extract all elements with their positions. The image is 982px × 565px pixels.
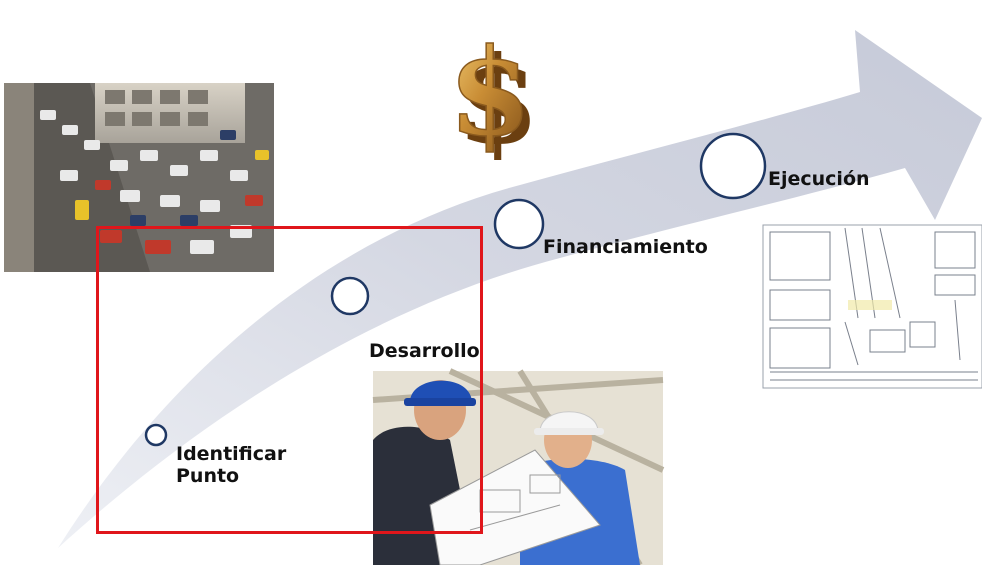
- milestone-identificar-circle: [144, 423, 168, 447]
- svg-text:$: $: [456, 30, 540, 171]
- dollar-sign-icon: $ $: [448, 21, 540, 171]
- milestone-desarrollo-circle: [330, 276, 370, 316]
- stage-label-desarrollo: Desarrollo: [369, 340, 480, 362]
- milestone-financiamiento-circle: [493, 198, 545, 250]
- stage-label-financiamiento: Financiamiento: [543, 236, 708, 258]
- engineering-drawing: [762, 224, 982, 389]
- highlight-box: [96, 226, 483, 534]
- stage-label-identificar-line1: Identificar: [176, 443, 287, 465]
- stage-label-identificar: Identificar Punto: [176, 443, 286, 487]
- stage-label-ejecucion: Ejecución: [768, 168, 870, 190]
- svg-text:$: $: [448, 22, 532, 163]
- milestone-ejecucion-circle: [699, 132, 767, 200]
- stage-label-identificar-line2: Punto: [176, 465, 240, 487]
- traffic-photo: [4, 83, 274, 272]
